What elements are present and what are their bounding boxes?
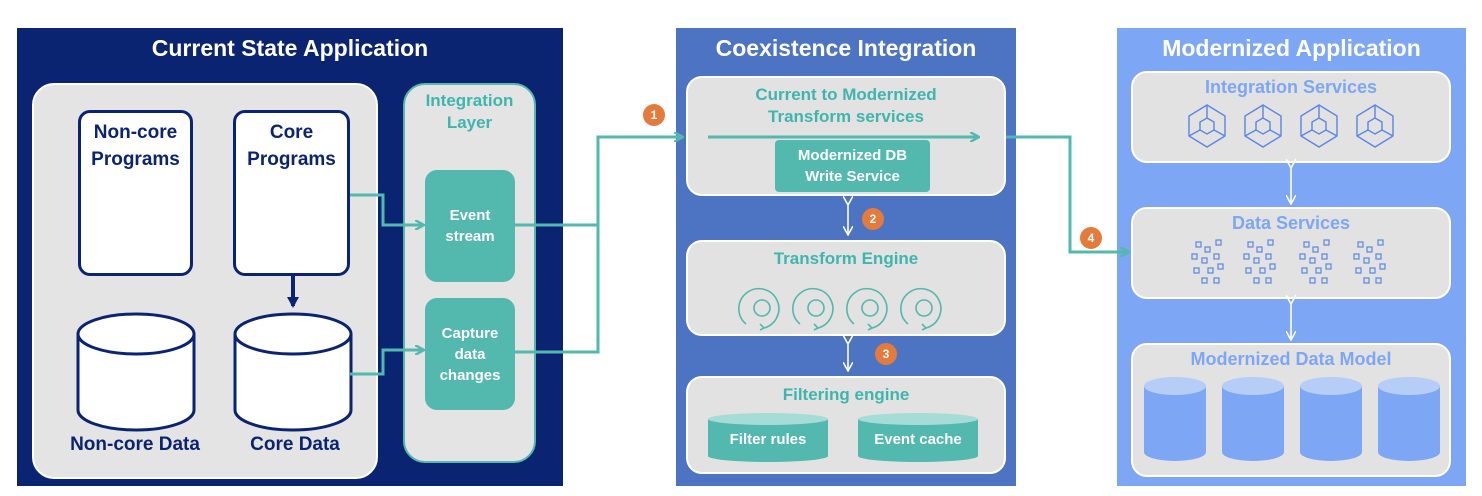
coexistence-title: Coexistence Integration <box>715 35 977 61</box>
integration-layer-title: Integration Layer <box>403 90 536 134</box>
scattered-squares-icon <box>1243 239 1276 284</box>
current-state-title: Current State Application <box>151 35 429 61</box>
data-services-title: Data Services <box>1231 213 1351 233</box>
hexagon-network-icon <box>1356 104 1394 148</box>
hexagon-network-icon <box>1188 104 1226 148</box>
core-programs-box: Core Programs <box>233 110 350 276</box>
filter-rules-label: Filter rules <box>729 431 807 448</box>
coexistence-to-modernized-connector <box>1006 135 1128 252</box>
cylinder-database-icon <box>1300 377 1362 461</box>
step-badge-3: 3 <box>875 343 897 365</box>
noncore-data-label: Non-core Data <box>70 434 200 455</box>
event-cache-label: Event cache <box>874 431 962 448</box>
filter-rules-cylinder-icon <box>708 413 828 462</box>
step-badge-1: 1 <box>643 104 665 126</box>
capture-to-coexistence-connector <box>515 225 600 354</box>
core-programs-label-1: Core <box>269 122 314 143</box>
event-stream-label-1: Event <box>449 207 491 224</box>
core-data-label: Core Data <box>250 434 340 455</box>
data-services-box <box>1131 207 1451 299</box>
capture-label-2: data <box>454 345 486 363</box>
core-data-cylinder-icon <box>233 312 353 432</box>
db-write-label-2: Write Service <box>805 168 900 185</box>
cycle-gear-icon <box>738 287 780 331</box>
transform-services-title: Current to Modernized Transform services <box>686 84 1006 128</box>
integration-services-icons <box>1188 104 1394 148</box>
cylinder-database-icon <box>1378 377 1440 461</box>
transform-engine-icons <box>738 287 942 331</box>
cycle-gear-icon <box>900 287 942 331</box>
noncore-data-cylinder-icon <box>76 312 196 432</box>
step-badge-4: 4 <box>1080 227 1102 249</box>
core-data-to-capture-connector <box>350 350 423 376</box>
hexagon-network-icon <box>1300 104 1338 148</box>
hexagon-network-icon <box>1244 104 1282 148</box>
noncore-programs-box: Non-core Programs <box>78 110 193 276</box>
step-badge-2: 2 <box>862 208 884 230</box>
transform-engine-box <box>686 240 1006 336</box>
core-programs-label-2: Programs <box>247 149 336 170</box>
integration-layer-title-2: Layer <box>446 113 493 132</box>
scattered-squares-icon <box>1299 239 1332 284</box>
event-cache-cylinder-icon <box>858 413 978 462</box>
data-model-cylinders <box>1144 377 1440 461</box>
capture-label-3: changes <box>439 366 501 384</box>
integration-layer-title-1: Integration <box>425 91 514 110</box>
scattered-squares-icon <box>1353 239 1386 284</box>
transform-services-title-2: Transform services <box>768 107 924 126</box>
transform-services-title-1: Current to Modernized <box>755 85 937 104</box>
cycle-gear-icon <box>792 287 834 331</box>
db-write-service-box: Modernized DB Write Service <box>775 140 930 192</box>
core-programs-to-event-stream-connector <box>350 193 423 225</box>
data-model-title: Modernized Data Model <box>1190 349 1392 369</box>
capture-data-changes-box: Capture data changes <box>425 298 515 410</box>
db-write-label-1: Modernized DB <box>797 147 908 164</box>
cylinder-database-icon <box>1222 377 1284 461</box>
scattered-squares-icon <box>1191 239 1224 284</box>
integration-services-box <box>1131 71 1451 163</box>
event-stream-label-2: stream <box>445 228 495 245</box>
cylinder-database-icon <box>1144 377 1206 461</box>
noncore-programs-label-2: Programs <box>91 149 180 170</box>
cycle-gear-icon <box>846 287 888 331</box>
integration-services-title: Integration Services <box>1204 77 1378 97</box>
capture-label-1: Capture <box>441 324 499 342</box>
noncore-programs-label-1: Non-core <box>93 122 178 143</box>
transform-engine-title: Transform Engine <box>773 249 919 268</box>
data-services-icons <box>1191 239 1386 284</box>
event-stream-box: Event stream <box>425 170 515 282</box>
event-stream-to-coexistence-connector <box>515 137 682 227</box>
filtering-engine-title: Filtering engine <box>782 385 910 404</box>
modernized-title: Modernized Application <box>1162 35 1421 61</box>
